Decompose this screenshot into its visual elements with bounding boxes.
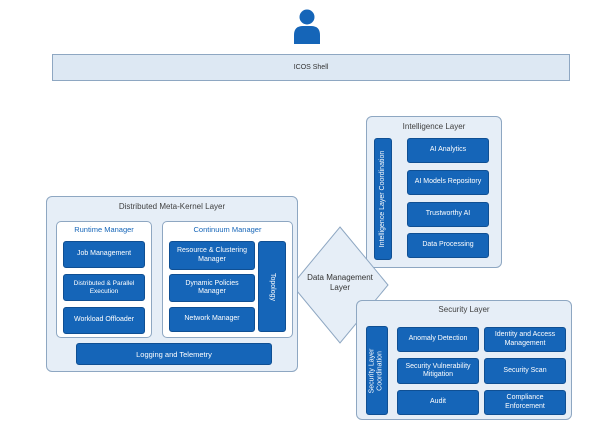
resource-clustering-manager-box: Resource & Clustering Manager [169, 241, 255, 270]
topology-box: Topology [258, 241, 286, 332]
anomaly-detection-box: Anomaly Detection [397, 327, 479, 352]
audit-box: Audit [397, 390, 479, 415]
icos-shell-label: ICOS Shell [293, 64, 329, 71]
compliance-enforcement-box: Compliance Enforcement [484, 390, 566, 415]
intelligence-layer-title: Intelligence Layer [402, 122, 466, 131]
continuum-manager-title: Continuum Manager [193, 225, 262, 234]
security-layer-title: Security Layer [438, 305, 490, 314]
distributed-parallel-execution-box: Distributed & Parallel Execution [63, 274, 145, 301]
security-coordination: Security Layer Coordination [366, 326, 388, 415]
workload-offloader-box: Workload Offloader [63, 307, 145, 334]
intelligence-coordination: Intelligence Layer Coordination [374, 138, 392, 260]
security-scan-box: Security Scan [484, 358, 566, 384]
meta-kernel-layer-title: Distributed Meta-Kernel Layer [118, 202, 226, 211]
network-manager-box: Network Manager [169, 307, 255, 332]
identity-access-management-box: Identity and Access Management [484, 327, 566, 352]
ai-analytics-box: AI Analytics [407, 138, 489, 163]
user-icon [294, 9, 320, 44]
data-management-label: Data Management Layer [307, 273, 373, 292]
logging-telemetry-box: Logging and Telemetry [76, 343, 272, 365]
trustworthy-ai-box: Trustworthy AI [407, 202, 489, 227]
runtime-manager-title: Runtime Manager [74, 225, 134, 234]
job-management-box: Job Management [63, 241, 145, 268]
ai-models-repository-box: AI Models Repository [407, 170, 489, 195]
security-vulnerability-mitigation-box: Security Vulnerability Mitigation [397, 358, 479, 384]
security-coordination-label: Security Layer Coordination [368, 348, 384, 393]
topology-label: Topology [269, 272, 277, 301]
dynamic-policies-manager-box: Dynamic Policies Manager [169, 274, 255, 302]
data-processing-box: Data Processing [407, 233, 489, 258]
icos-shell-bar: ICOS Shell [52, 54, 570, 81]
